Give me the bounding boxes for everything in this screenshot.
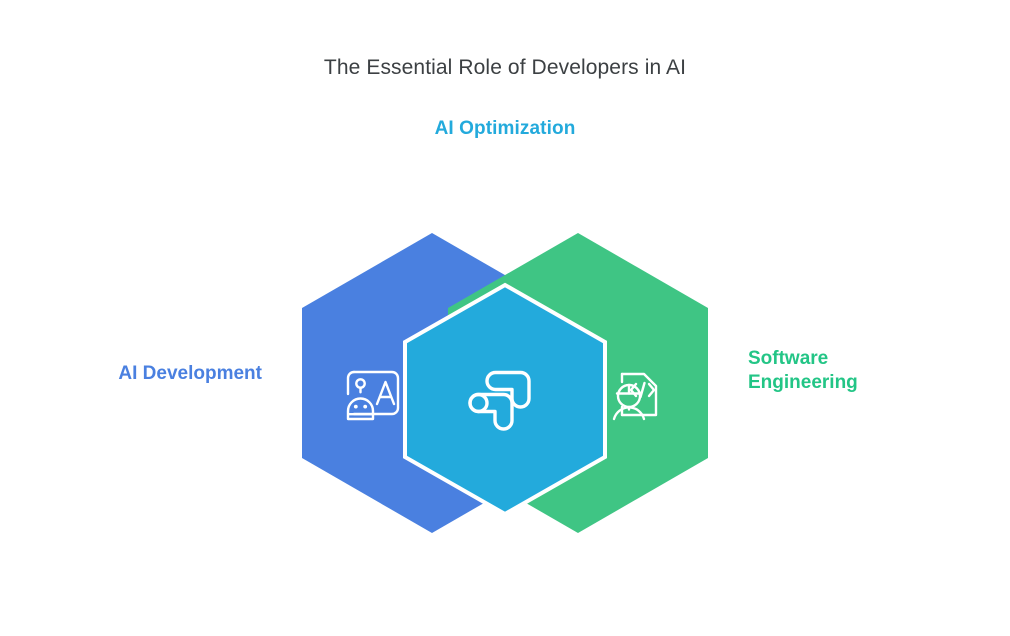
segment-label-ai-optimization: AI Optimization [434,118,576,139]
segment-label-software-engineering-line1: Software [748,348,829,369]
page-title: The Essential Role of Developers in AI [323,56,687,79]
hexagon-ai-optimization[interactable] [403,282,607,517]
segment-label-software-engineering-line2: Engineering [748,371,858,393]
segment-label-software-engineering: Software Engineering [748,347,988,395]
engineer-code-icon [612,372,658,421]
robot-chat-icon [346,370,400,421]
segment-label-ai-development: AI Development [118,363,262,384]
optimization-nodes-icon [468,370,531,431]
